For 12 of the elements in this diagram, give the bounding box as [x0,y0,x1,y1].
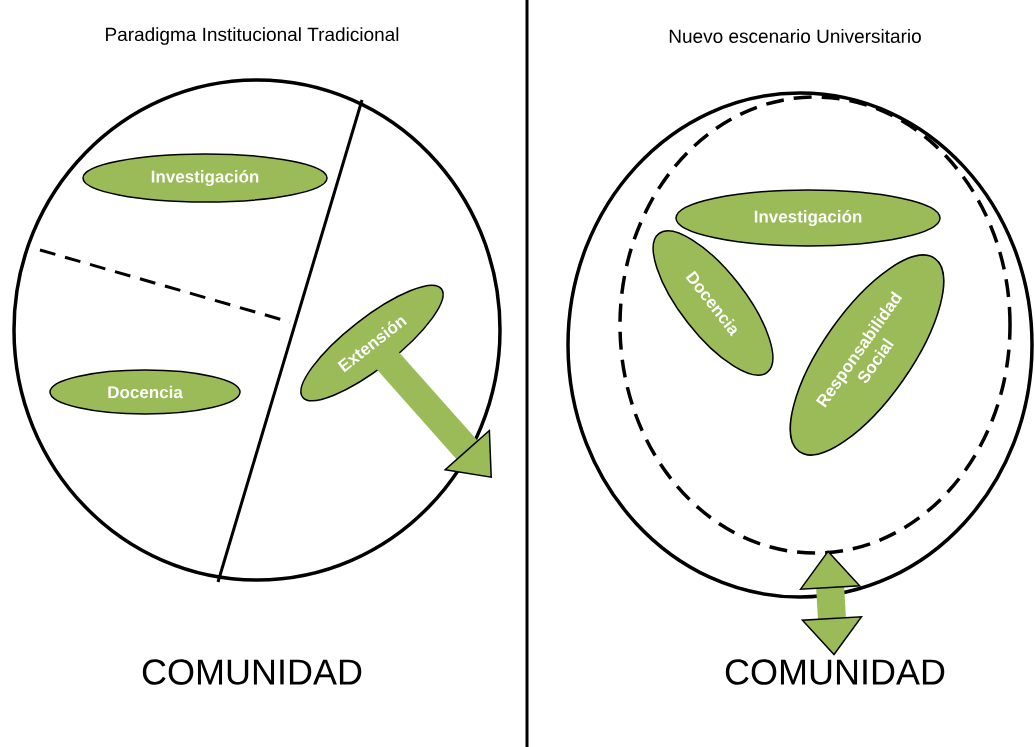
ellipse-label: Docencia [49,369,241,415]
block-arrow [799,550,863,656]
circle-outline [618,95,1012,555]
block-arrow [376,350,492,478]
panel-heading: Nuevo escenario Universitario [669,29,921,43]
ellipse-label: Investigación [82,153,328,203]
panel-heading: Paradigma Institucional Tradicional [106,27,399,45]
circle-outline [12,78,502,582]
circle-outline [566,91,1034,599]
community-label: COMUNIDAD [142,659,362,685]
ellipse-label: Investigación [675,189,941,247]
community-label: COMUNIDAD [725,659,945,685]
